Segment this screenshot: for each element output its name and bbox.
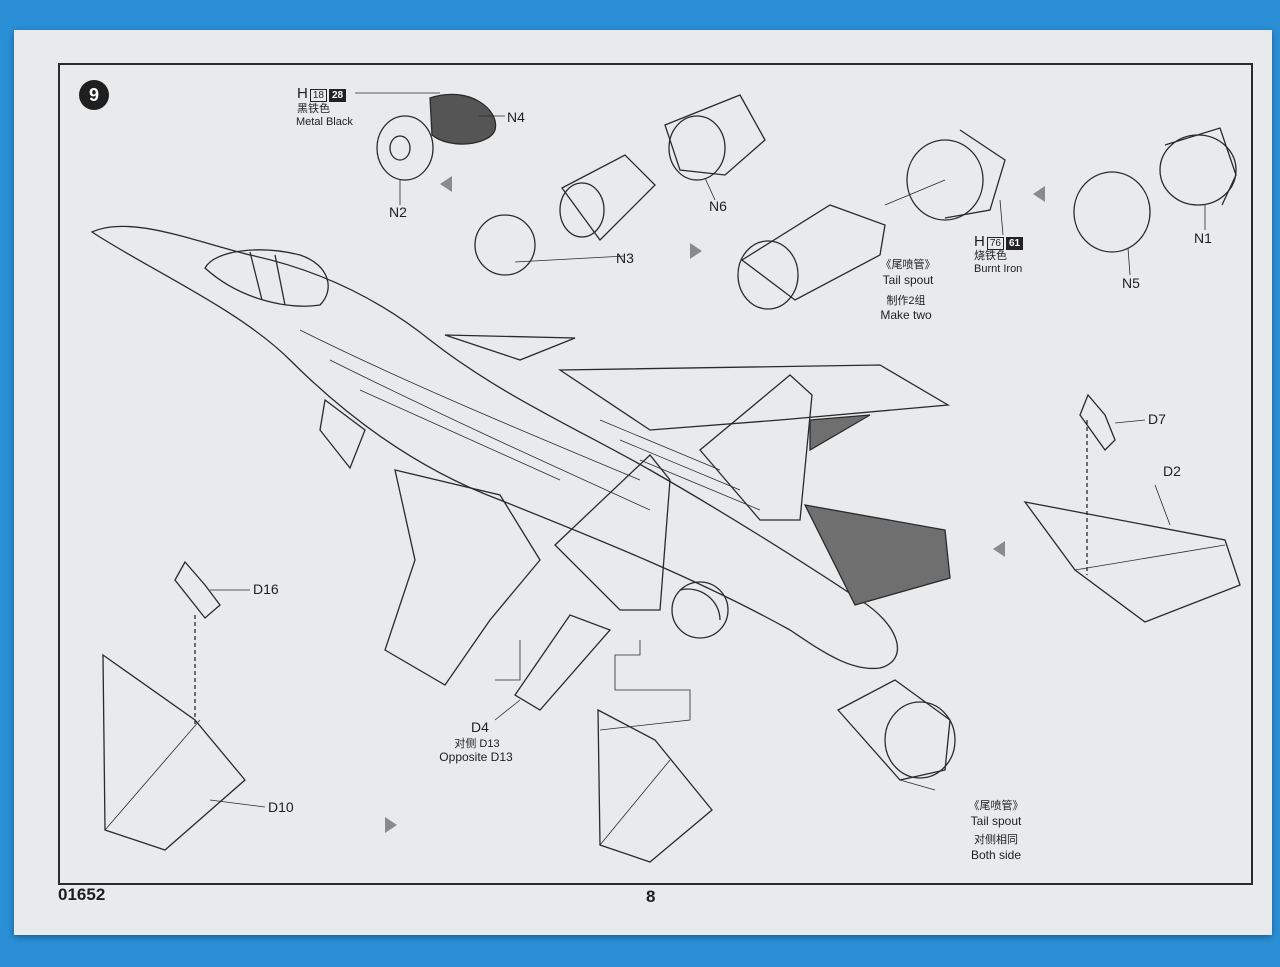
aircraft-canard <box>444 334 576 361</box>
direction-arrow-icon <box>440 176 452 192</box>
aircraft-canopy <box>204 249 329 307</box>
paint-letter: H <box>974 233 985 250</box>
paint-label-en: Metal Black <box>296 116 353 128</box>
stabilizer-d4 <box>514 614 612 711</box>
paint-code-2: 28 <box>328 89 347 102</box>
note-make-two-cn: 制作2组 <box>886 295 926 307</box>
part-d7 <box>1079 393 1116 452</box>
part-label-d7: D7 <box>1148 411 1166 427</box>
direction-arrow-icon <box>690 243 702 259</box>
part-burnt-iron-ring <box>906 139 984 221</box>
part-label-d10: D10 <box>268 799 294 815</box>
part-n6 <box>664 94 766 176</box>
note-both-side-en: Both side <box>970 848 1022 862</box>
aircraft-fin-left <box>554 454 671 611</box>
aircraft-stabilizer-right <box>803 504 951 606</box>
part-label-d16: D16 <box>253 581 279 597</box>
aircraft-fuselage <box>90 225 898 670</box>
part-label-n4: N4 <box>507 109 525 125</box>
part-n1 <box>1159 134 1237 206</box>
part-label-n5: N5 <box>1122 275 1140 291</box>
instruction-sheet <box>14 30 1272 935</box>
part-n4 <box>429 93 497 145</box>
part-label-n6: N6 <box>709 198 727 214</box>
part-n3 <box>561 154 656 241</box>
note-make-two-en: Make two <box>880 308 932 322</box>
paint-label-cn: 黑铁色 <box>297 103 330 115</box>
part-label-n2: N2 <box>389 204 407 220</box>
note-opposite-en: Opposite D13 <box>439 750 513 764</box>
note-opposite-cn: 对侧 D13 <box>454 738 500 750</box>
paint-letter: H <box>297 85 308 102</box>
part-n3-ring <box>474 214 536 276</box>
paint-code-1: 18 <box>309 89 327 102</box>
step-number-badge: 9 <box>79 80 109 110</box>
part-n5 <box>1073 171 1151 253</box>
note-tail-spout-lower-cn: 《尾喷管》 <box>968 800 1024 812</box>
paint-code-1: 76 <box>986 237 1004 250</box>
paint-code-2: 61 <box>1005 237 1024 250</box>
part-label-n3: N3 <box>616 250 634 266</box>
direction-arrow-icon <box>385 817 397 833</box>
page-number: 8 <box>646 887 656 906</box>
paint-label-en: Burnt Iron <box>974 263 1023 275</box>
stabilizer-d2 <box>1023 501 1241 623</box>
note-tail-spout-en: Tail spout <box>882 273 934 287</box>
aircraft-wing-right <box>557 364 951 431</box>
paint-label-cn: 烧铁色 <box>974 250 1007 262</box>
fin-right-part <box>597 708 713 863</box>
direction-arrow-icon <box>1033 186 1045 202</box>
note-tail-spout-lower-en: Tail spout <box>970 814 1022 828</box>
aircraft-fin-right <box>699 374 813 521</box>
direction-arrow-icon <box>993 541 1005 557</box>
part-d10 <box>102 653 246 851</box>
part-d16 <box>174 560 221 619</box>
part-label-d4: D4 <box>471 719 489 735</box>
aircraft-wing-left <box>384 469 541 686</box>
part-label-n1: N1 <box>1194 230 1212 246</box>
tail-spout <box>740 204 886 301</box>
note-tail-spout-cn: 《尾喷管》 <box>880 259 936 271</box>
note-both-side-cn: 对侧相同 <box>974 834 1018 846</box>
tail-spout-lower <box>836 679 951 781</box>
part-n2 <box>376 115 434 181</box>
step-frame <box>58 63 1253 885</box>
kit-number: 01652 <box>58 885 106 904</box>
part-label-d2: D2 <box>1163 463 1181 479</box>
